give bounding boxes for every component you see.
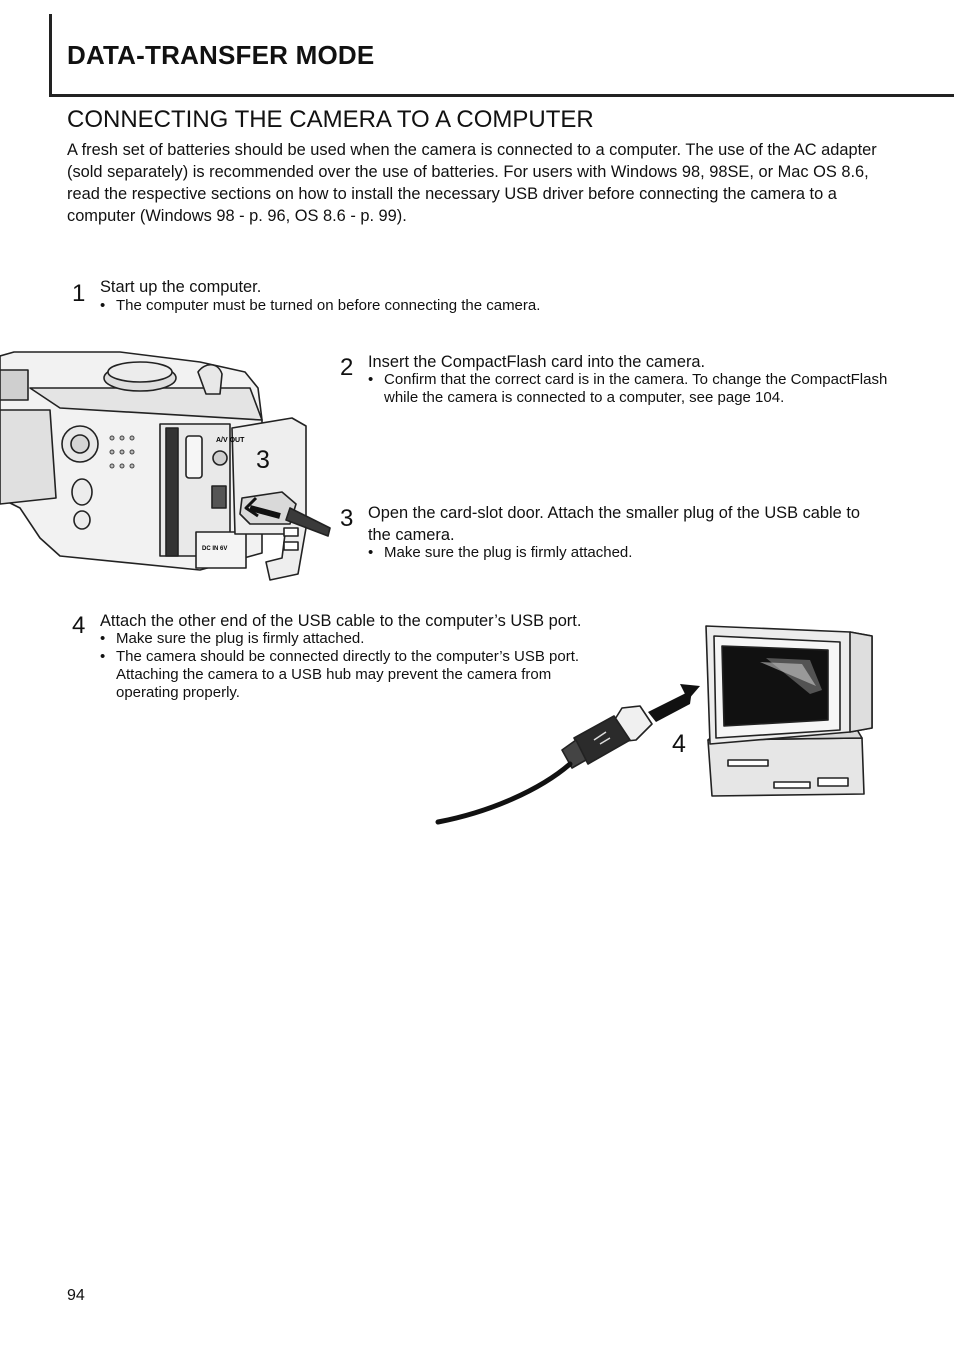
header-rule-horizontal: [49, 94, 954, 97]
step-2-bullet-1: Confirm that the correct card is in the …: [368, 371, 898, 407]
step-4-text: Attach the other end of the USB cable to…: [100, 612, 582, 630]
step-2-bullets: Confirm that the correct card is in the …: [368, 371, 898, 407]
dc-in-label: DC IN 6V: [202, 546, 227, 552]
step-4-bullet-1: Make sure the plug is firmly attached.: [100, 630, 614, 648]
page-title: DATA-TRANSFER MODE: [67, 40, 375, 70]
computer-callout-4: 4: [672, 730, 686, 758]
page-number: 94: [67, 1287, 85, 1304]
step-1-bullets: The computer must be turned on before co…: [100, 297, 700, 315]
av-out-label: A/V OUT: [216, 437, 245, 444]
step-2-number: 2: [340, 354, 354, 381]
intro-paragraph: A fresh set of batteries should be used …: [67, 141, 877, 225]
computer-illustration: [435, 625, 873, 825]
step-3-text: Open the card-slot door. Attach the smal…: [368, 504, 860, 544]
step-3-bullet-1: Make sure the plug is firmly attached.: [368, 544, 868, 562]
step-4-bullets: Make sure the plug is firmly attached. T…: [100, 630, 614, 702]
header-rule-vertical: [49, 14, 52, 97]
step-3-number: 3: [340, 505, 354, 532]
step-1-bullet-1: The computer must be turned on before co…: [100, 297, 700, 315]
step-3-bullets: Make sure the plug is firmly attached.: [368, 544, 868, 562]
section-title: CONNECTING THE CAMERA TO A COMPUTER: [67, 106, 594, 133]
step-1-number: 1: [72, 280, 86, 307]
step-1-text: Start up the computer.: [100, 278, 262, 296]
step-4-bullet-2: The camera should be connected directly …: [100, 648, 614, 702]
camera-illustration: A/V OUT DC IN 6V: [0, 351, 331, 581]
step-2-text: Insert the CompactFlash card into the ca…: [368, 353, 706, 371]
step-4-number: 4: [72, 612, 86, 639]
camera-callout-3: 3: [256, 446, 270, 474]
